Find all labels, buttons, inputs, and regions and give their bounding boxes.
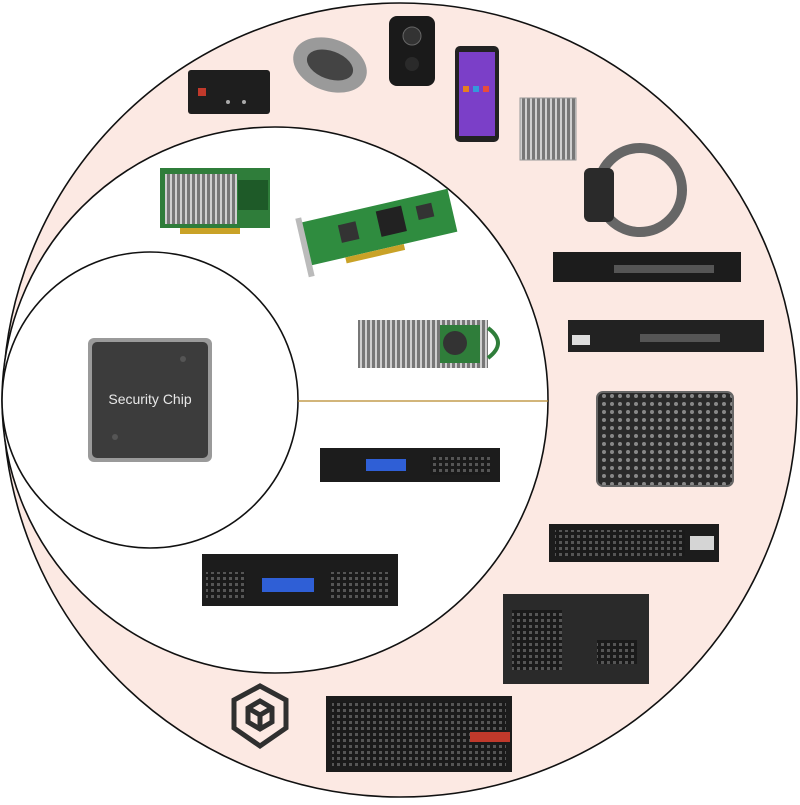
network-switch-icon (553, 252, 741, 282)
chip-label: Security Chip (108, 391, 191, 407)
iot-gateway-icon (519, 97, 577, 161)
mini-server-icon (503, 594, 649, 684)
rack-server-icon (326, 696, 512, 772)
expansion-card-icon (160, 168, 270, 234)
smart-lock-icon (584, 143, 687, 237)
embedded-module-icon (596, 391, 734, 487)
usb-token-icon (188, 70, 270, 114)
firewall-appliance-icon (568, 320, 764, 352)
body-camera-icon (389, 16, 435, 86)
storage-array-icon (549, 524, 719, 562)
shield-logo-icon (231, 683, 289, 750)
pcie-card-icon (295, 188, 458, 278)
rack-appliance-1u-icon (320, 448, 500, 482)
ring-device-icon (293, 37, 367, 93)
heatsink-card-icon (358, 320, 500, 368)
smartphone-icon (455, 46, 499, 142)
security-chip-icon: Security Chip (88, 338, 212, 462)
rack-appliance-2u-icon (202, 554, 398, 606)
